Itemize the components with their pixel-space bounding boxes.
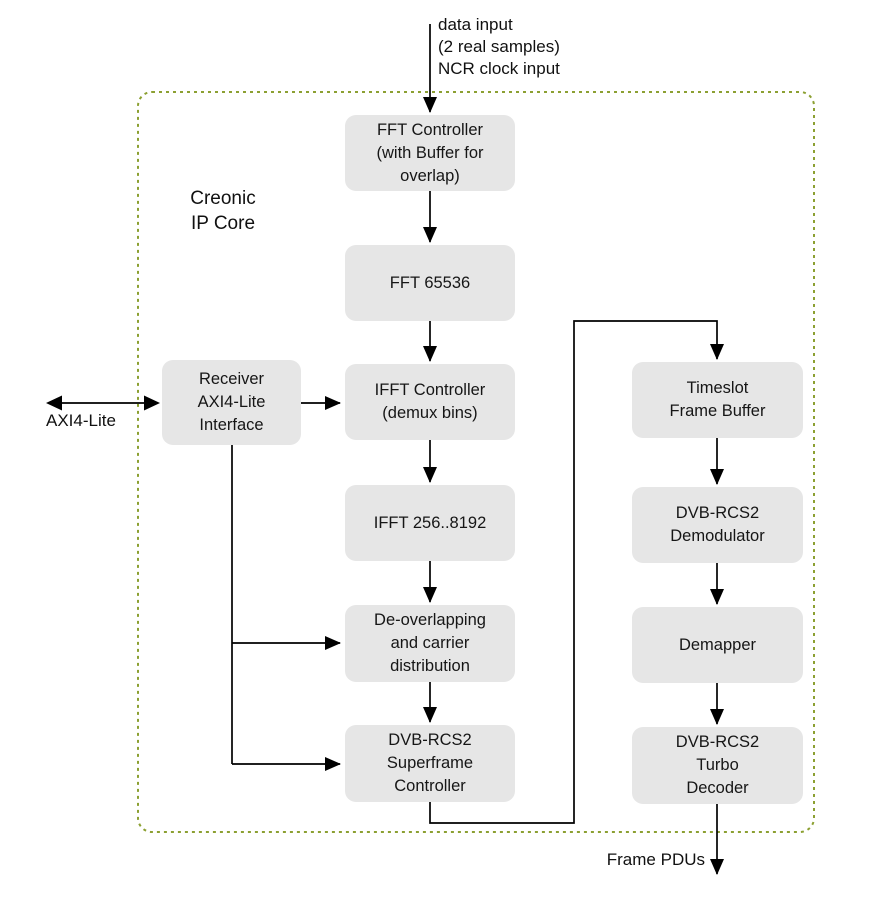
node-timeslot-frame-buffer: Timeslot Frame Buffer	[632, 362, 803, 438]
node-ifft-256-8192: IFFT 256..8192	[345, 485, 515, 561]
edge-superframe-to-timeslot	[429, 320, 724, 824]
node-dvb-rcs2-turbo-decoder: DVB-RCS2 Turbo Decoder	[632, 727, 803, 804]
node-receiver-axi4-lite-interface: Receiver AXI4-Lite Interface	[162, 360, 301, 445]
node-superframe-controller: DVB-RCS2 Superframe Controller	[345, 725, 515, 802]
label-frame-pdus: Frame PDUs	[606, 850, 705, 869]
label-creonic-ip-core: Creonic IP Core	[190, 188, 256, 234]
node-demapper: Demapper	[632, 607, 803, 683]
node-ifft-controller: IFFT Controller (demux bins)	[345, 364, 515, 440]
arrowhead-axi-right	[144, 395, 160, 411]
node-deoverlapping: De-overlapping and carrier distribution	[345, 605, 515, 682]
node-dvb-rcs2-demodulator: DVB-RCS2 Demodulator	[632, 487, 803, 563]
node-fft-controller: FFT Controller (with Buffer for overlap)	[345, 115, 515, 191]
label-axi4-lite: AXI4-Lite	[46, 411, 116, 430]
node-fft-65536: FFT 65536	[345, 245, 515, 321]
arrowhead-axi-left	[46, 395, 62, 411]
label-data-input: data input (2 real samples) NCR clock in…	[438, 15, 560, 78]
ip-core-boundary	[137, 91, 815, 833]
